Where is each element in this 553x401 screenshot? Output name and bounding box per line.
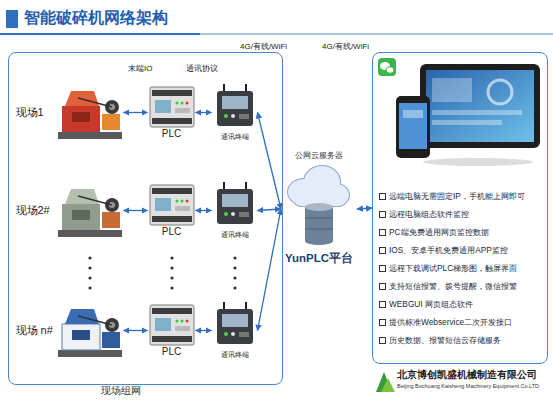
feature-item: 远程电脑组态软件监控: [389, 209, 469, 220]
terminal-label: 通讯终端: [221, 351, 249, 359]
terminal-label: 通讯终端: [221, 231, 249, 239]
comm-terminal: 通讯终端: [212, 83, 258, 143]
feature-row: 历史数据、报警短信云存储服务: [379, 331, 543, 349]
checkbox: [379, 319, 386, 326]
note-label: 4G/有线/WiFi: [240, 41, 287, 52]
checkbox: [379, 229, 386, 236]
comm-terminal: 通讯终端: [212, 181, 258, 241]
link-arrow: [196, 330, 212, 331]
note-label: 北京博创凯盛机械制造有限公司: [397, 368, 537, 382]
ellipsis-dots: [88, 256, 236, 289]
title-rule: [0, 33, 200, 35]
terminal-image: [217, 182, 253, 224]
plc-unit: PLC: [148, 85, 196, 141]
company-logo: [376, 372, 395, 392]
link-arrow: [258, 209, 281, 331]
crusher-image: [58, 309, 122, 357]
note-label: Beijing Bochuang Kaisheng Machinery Equi…: [397, 383, 539, 389]
cloud-image: [288, 166, 349, 206]
device-label: PLC: [162, 226, 181, 238]
field-site: 现场2#: [12, 178, 124, 244]
checkbox: [379, 301, 386, 308]
feature-row: PC端免费通用网页监控数据: [379, 223, 543, 241]
tablet-image: [396, 64, 540, 166]
field-site: 现场 n#: [12, 298, 124, 364]
link-arrow: [196, 210, 212, 211]
terminal-image: [217, 302, 253, 344]
feature-item: 提供标准Webservice二次开发接口: [389, 317, 512, 328]
comm-terminal: 通讯终端: [212, 301, 258, 361]
server-label: 公网云服务器: [295, 151, 343, 161]
note-label: 通讯协议: [186, 63, 218, 74]
note-label: 末端IO: [128, 63, 152, 74]
checkbox: [379, 265, 386, 272]
feature-row: 远端电脑无需固定IP，手机能上网即可: [379, 187, 543, 205]
link-arrow: [357, 208, 372, 209]
diagram-title: 智能破碎机网络架构: [24, 8, 168, 29]
site-label: 现场2#: [16, 203, 50, 218]
feature-row: 提供标准Webservice二次开发接口: [379, 313, 543, 331]
feature-item: WEBGUI 网页组态软件: [389, 299, 473, 310]
link-arrow: [124, 210, 148, 211]
crusher-image: [58, 91, 122, 139]
checkbox: [379, 337, 386, 344]
site-label: 现场1: [16, 105, 44, 120]
feature-panel: 远端电脑无需固定IP，手机能上网即可远程电脑组态软件监控 PC端免费通用网页监控数…: [372, 52, 548, 364]
feature-item: 历史数据、报警短信云存储服务: [389, 335, 501, 346]
title-rule: [0, 33, 553, 35]
checkbox: [379, 283, 386, 290]
plc-image: [150, 87, 194, 127]
link-arrow: [124, 112, 148, 113]
feature-item: 远端电脑无需固定IP，手机能上网即可: [389, 191, 525, 202]
link-arrow: [258, 113, 281, 210]
checkbox: [379, 211, 386, 218]
terminal-image: [217, 84, 253, 126]
feature-item: 远程下载调试PLC梯形图，触屏界面: [389, 263, 517, 274]
feature-row: 远程下载调试PLC梯形图，触屏界面: [379, 259, 543, 277]
site-label: 现场 n#: [16, 323, 53, 338]
region-panel: 现场组网现场1PLC通讯终端现场2#PLC通讯终端现场 n#PLC通讯终端: [8, 52, 283, 385]
feature-row: IOS、安卓手机免费通用APP监控: [379, 241, 543, 259]
crusher-image: [58, 189, 122, 237]
checkbox: [379, 193, 386, 200]
plc-image: [150, 305, 194, 345]
link-arrow: [124, 330, 148, 331]
plc-unit: PLC: [148, 303, 196, 359]
feature-row: 远程电脑组态软件监控: [379, 205, 543, 223]
group-caption: 现场组网: [101, 384, 191, 398]
link-arrow: [196, 112, 212, 113]
note-label: 4G/有线/WiFi: [322, 41, 369, 52]
server-image: [305, 203, 333, 245]
field-site: 现场1: [12, 80, 124, 146]
checkbox: [379, 247, 386, 254]
wechat-icon: [378, 58, 396, 76]
feature-item: PC端免费通用网页监控数据: [389, 227, 489, 238]
feature-item: 支持短信报警、拨号提醒，微信报警: [389, 281, 517, 292]
terminal-label: 通讯终端: [221, 133, 249, 141]
platform-name: YunPLC平台: [285, 252, 353, 266]
cloud-image: [288, 166, 349, 206]
plc-unit: PLC: [148, 183, 196, 239]
device-label: PLC: [162, 128, 181, 140]
cloud-server: 公网云服务器 YunPLC平台: [281, 150, 357, 268]
plc-image: [150, 185, 194, 225]
title-icon: [6, 10, 18, 28]
feature-row: WEBGUI 网页组态软件: [379, 295, 543, 313]
device-label: PLC: [162, 346, 181, 358]
feature-item: IOS、安卓手机免费通用APP监控: [389, 245, 508, 256]
feature-row: 支持短信报警、拨号提醒，微信报警: [379, 277, 543, 295]
link-arrow: [258, 209, 281, 211]
